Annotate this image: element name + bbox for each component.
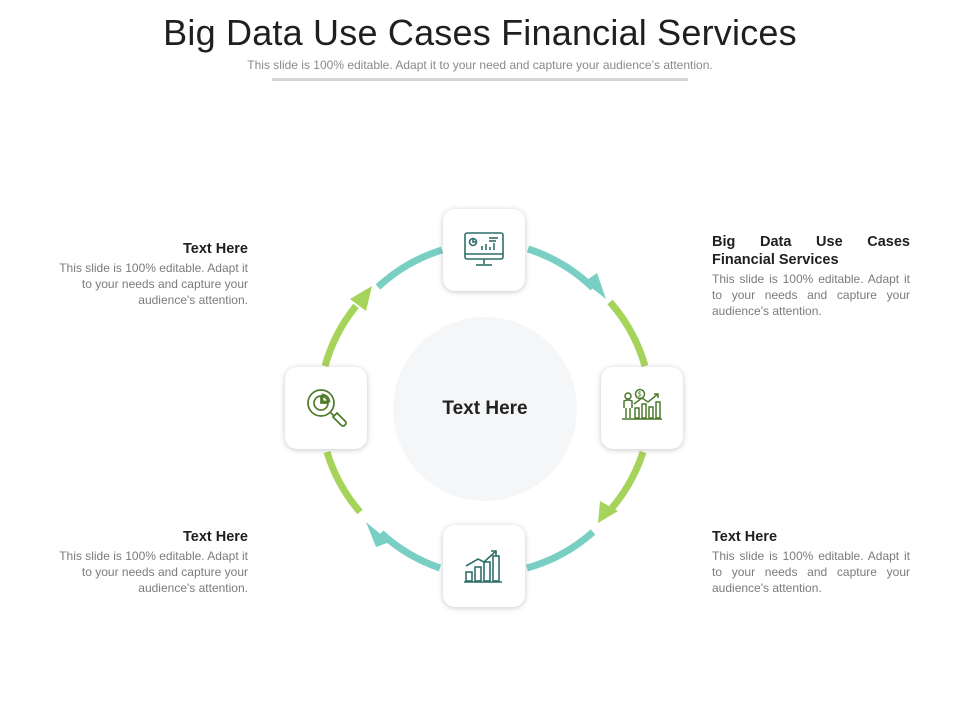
- arrow-head-top-right: [584, 273, 606, 299]
- callout-heading: Text Here: [712, 529, 778, 545]
- center-label: Text Here: [442, 398, 528, 419]
- callout-body: This slide is 100% editable. Adapt it to…: [712, 549, 910, 595]
- center-circle: Text Here: [393, 317, 577, 501]
- rising-bar-chart-icon: [464, 550, 502, 583]
- callout-top-right: Big Data Use Cases Financial Services Th…: [712, 233, 910, 319]
- callout-heading: Text Here: [182, 529, 248, 545]
- callout-heading: Text Here: [182, 241, 248, 257]
- arc-segment-right-upper: [607, 299, 649, 367]
- callout-top-left: Text Here This slide is 100% editable. A…: [48, 240, 248, 308]
- node-bottom: [443, 525, 525, 607]
- arc-segment-bottom-left: [378, 530, 442, 572]
- slide-subtitle: This slide is 100% editable. Adapt it to…: [247, 58, 713, 72]
- svg-text:$: $: [638, 392, 642, 399]
- arrow-head-left: [350, 286, 372, 311]
- arrow-head-right: [598, 501, 618, 523]
- monitor-dashboard-icon: [464, 232, 504, 266]
- slide-title: Big Data Use Cases Financial Services: [163, 12, 797, 53]
- arrow-head-bottom-left: [366, 522, 390, 547]
- arc-segment-left-lower: [323, 450, 363, 515]
- arc-segment-left-upper: [321, 303, 359, 367]
- arc-segment-top-left: [375, 246, 444, 290]
- arc-segment-right-lower: [609, 450, 647, 511]
- callout-bottom-right: Text Here This slide is 100% editable. A…: [712, 528, 910, 596]
- arc-segment-bottom-right: [526, 529, 596, 572]
- node-left: [285, 367, 367, 449]
- node-right: $: [601, 367, 683, 449]
- arc-segment-top-right: [526, 245, 596, 291]
- magnifier-pie-chart-icon: [307, 389, 347, 427]
- callout-body: This slide is 100% editable. Adapt it to…: [712, 272, 910, 318]
- node-top: [443, 209, 525, 291]
- investor-growth-chart-icon: $: [622, 388, 662, 420]
- title-divider: [272, 78, 688, 81]
- callout-body: This slide is 100% editable. Adapt it to…: [59, 549, 248, 595]
- callout-body: This slide is 100% editable. Adapt it to…: [59, 261, 248, 307]
- callout-bottom-left: Text Here This slide is 100% editable. A…: [48, 528, 248, 596]
- callout-heading: Big Data Use Cases Financial Services: [712, 234, 910, 268]
